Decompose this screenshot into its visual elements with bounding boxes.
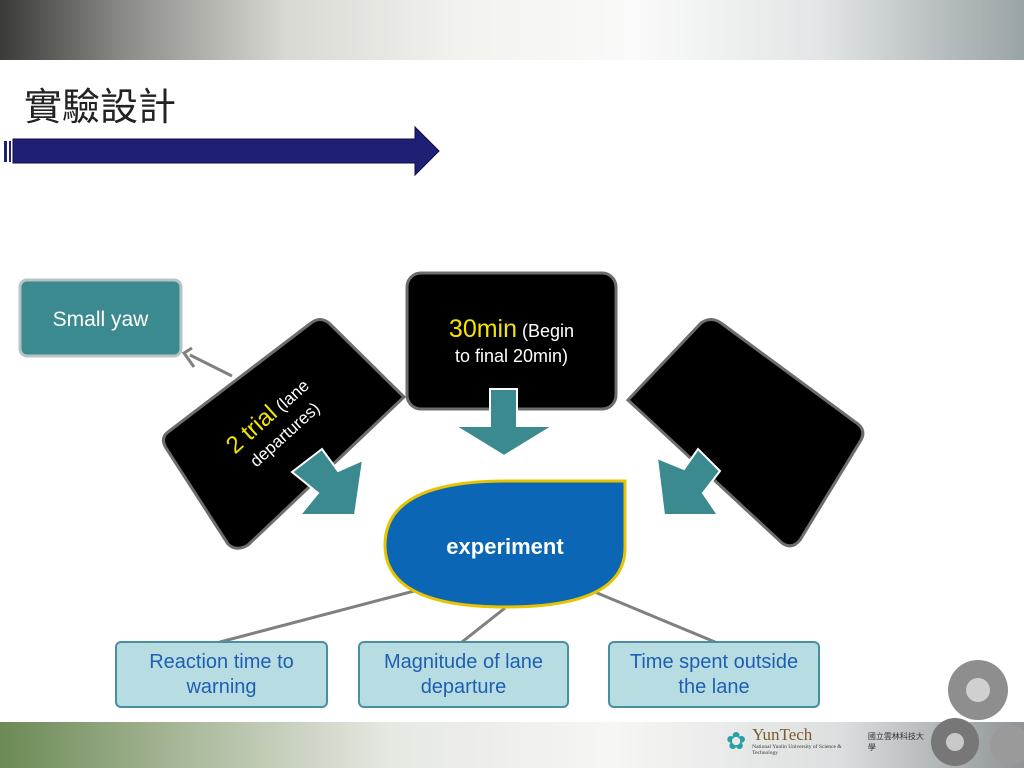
outcome-boxes <box>115 641 820 708</box>
header-photo-banner <box>0 0 1024 60</box>
yuntech-emblem-icon: ✿ <box>726 727 747 755</box>
small-yaw-label: Small yaw <box>52 308 149 331</box>
connector-lines <box>219 588 716 644</box>
outcome-reaction-time: Reaction time to warning <box>149 651 294 698</box>
down-arrow-left <box>290 447 365 516</box>
slide-title: 實驗設計 <box>24 85 177 129</box>
logo-chinese-name: 國立雲林科技大學 <box>867 732 924 752</box>
center-label: experiment <box>446 534 564 559</box>
outcome-magnitude: Magnitude of lane departure <box>383 651 543 698</box>
left-diamond <box>161 318 407 550</box>
gear-decoration <box>931 660 1024 766</box>
duration-note-line1: (Begin <box>522 321 575 341</box>
top-box-text: 30min (Begin to final 20min) <box>407 314 616 368</box>
small-yaw-box-shape <box>18 278 183 358</box>
right-diamond <box>625 318 865 548</box>
footer-photo-banner <box>0 722 1024 768</box>
logo-subtitle: National Yunlin University of Science & … <box>752 744 842 756</box>
yuntech-logo: ✿ YunTech National Yunlin University of … <box>726 725 926 756</box>
duration-note-line2: to final 20min) <box>454 346 569 367</box>
down-arrow-top <box>451 388 557 458</box>
title-arrow <box>4 125 440 177</box>
small-yaw-pointer <box>181 346 233 378</box>
down-arrow-right <box>655 447 722 516</box>
duration-highlight: 30min <box>448 315 518 343</box>
center-experiment-shape <box>383 479 627 609</box>
logo-name: YunTech <box>752 725 813 744</box>
outcome-time-outside: Time spent outside the lane <box>629 651 799 698</box>
